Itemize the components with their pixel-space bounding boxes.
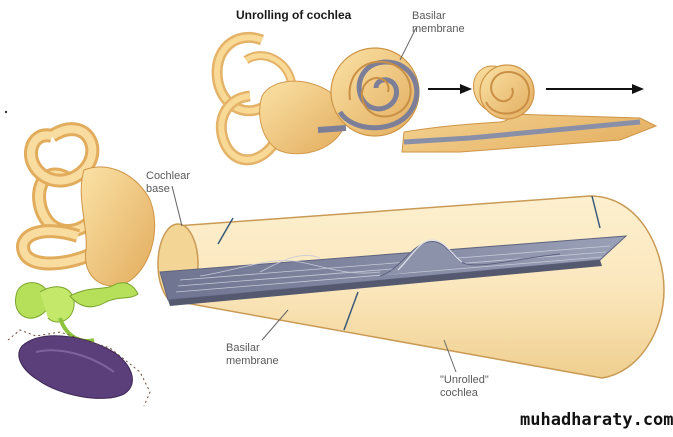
leader-line-top-basilar bbox=[399, 27, 417, 61]
partially-unrolled-cochlea bbox=[401, 64, 658, 153]
tube-marker-right bbox=[591, 195, 601, 229]
label-basilar-membrane-bottom-line2: membrane bbox=[226, 355, 279, 367]
label-unrolled-cochlea: "Unrolled" cochlea bbox=[440, 374, 489, 400]
label-unrolled-cochlea-line1: "Unrolled" bbox=[440, 374, 489, 386]
diagram-title: Unrolling of cochlea bbox=[236, 8, 352, 22]
tube-marker-left bbox=[217, 217, 234, 245]
label-cochlear-base-line1: Cochlear bbox=[146, 170, 191, 182]
label-cochlear-base-line2: base bbox=[146, 183, 170, 195]
stray-dot bbox=[4, 110, 8, 114]
tube-marker-middle bbox=[343, 291, 359, 331]
large-vestibule bbox=[80, 166, 156, 287]
label-basilar-membrane-top-line1: Basilar bbox=[412, 10, 446, 22]
label-basilar-membrane-bottom-line1: Basilar bbox=[226, 342, 260, 354]
label-basilar-membrane-bottom: Basilar membrane bbox=[226, 342, 279, 368]
watermark: muhadharaty.com bbox=[520, 410, 673, 430]
label-basilar-membrane-top-line2: membrane bbox=[412, 23, 465, 35]
basilar-membrane-slab bbox=[159, 235, 628, 306]
leader-line-bottom-basilar bbox=[261, 309, 289, 341]
unrolling-arrows bbox=[428, 84, 644, 94]
label-basilar-membrane-top: Basilar membrane bbox=[412, 10, 465, 36]
leader-line-unrolled bbox=[443, 339, 457, 373]
top-semicircular-canals bbox=[211, 31, 297, 166]
label-unrolled-cochlea-line2: cochlea bbox=[440, 387, 478, 399]
large-semicircular-canals bbox=[16, 122, 111, 271]
top-vestibule bbox=[259, 80, 347, 155]
eardrum bbox=[7, 329, 151, 407]
label-cochlear-base: Cochlear base bbox=[146, 170, 190, 196]
leader-line-cochlear-base bbox=[171, 185, 183, 227]
top-coiled-cochlea bbox=[317, 47, 420, 137]
ossicles bbox=[15, 282, 139, 343]
